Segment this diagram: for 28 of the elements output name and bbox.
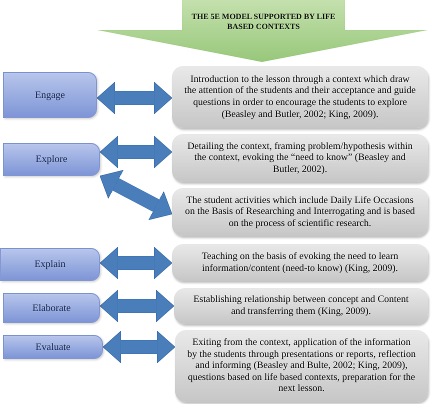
stage-box <box>3 335 103 359</box>
description-text: Teaching on the basis of evoking the need to learn information/content (need-to know) (King, 2009). <box>200 250 400 274</box>
banner-title: THE 5E MODEL SUPPORTED BY LIFE BASED CONTEXTS <box>190 12 336 32</box>
double-arrow <box>100 246 172 280</box>
description-box <box>172 134 428 182</box>
stage-label: Engage <box>35 90 65 100</box>
double-arrow <box>96 82 172 114</box>
stage-box <box>0 248 100 281</box>
description-box <box>175 330 428 402</box>
stage-label: Explore <box>36 154 68 165</box>
description-box <box>172 66 428 128</box>
stage-label: Elaborate <box>32 302 71 314</box>
stage-box <box>3 72 97 118</box>
double-arrow <box>100 290 174 322</box>
description-box <box>174 288 428 324</box>
stage-box <box>3 143 100 176</box>
description-box <box>172 188 428 236</box>
description-text: Introduction to the lesson through a context which draw the attention of the students and their acceptance and guide questions in order to encourage the students to explore (Beasley and Butler, 2002; King, 2009). <box>184 74 416 120</box>
description-text: Exiting from the context, application of the information by the students through presentations or reports, reflection and informing (Beasley and Bulte, 2002; King, 2009), questions based on life based contexts, preparation for the next lesson. <box>187 337 416 395</box>
description-box <box>172 244 428 281</box>
description-text: Establishing relationship between concept and Content and transferring them (King, 2009). <box>192 294 410 318</box>
double-arrow <box>100 136 172 168</box>
description-text: The student activities which include Daily Life Occasions on the Basis of Researching and Interrogating and is based on the process of scientific research. <box>184 194 416 230</box>
double-arrow <box>102 330 176 364</box>
stage-label: Explain <box>34 259 66 270</box>
stage-box <box>3 293 100 323</box>
description-text: Detailing the context, framing problem/hypothesis within the context, evoking the “need to know” (Beasley and Butler, 2002). <box>186 140 414 176</box>
stage-label: Evaluate <box>36 342 70 352</box>
